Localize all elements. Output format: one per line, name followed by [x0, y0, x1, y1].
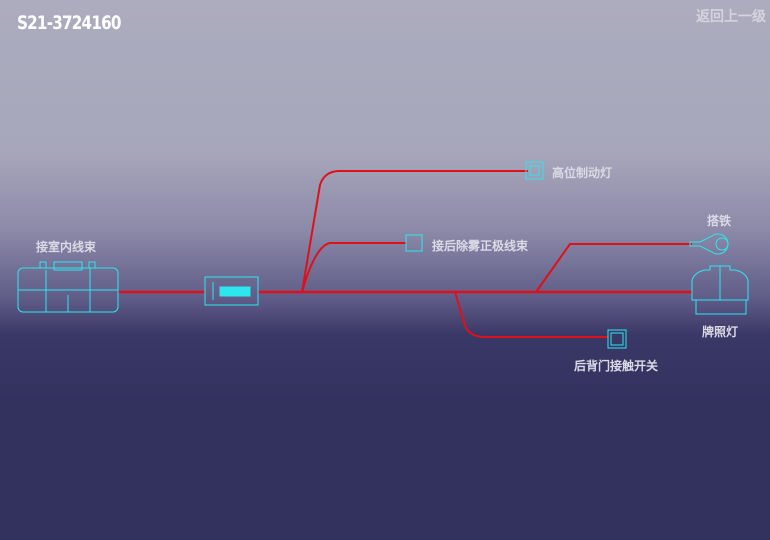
interior-connector — [17, 261, 119, 313]
label-ground: 搭铁 — [707, 214, 732, 228]
label-high-brake-light: 高位制动灯 — [552, 166, 613, 180]
wire-high-brake — [301, 170, 528, 293]
defog-connector — [405, 234, 423, 252]
inline-connector — [204, 276, 259, 306]
high-brake-connector — [525, 161, 544, 180]
ground-terminal — [689, 233, 729, 255]
wire-defog — [301, 242, 406, 293]
label-tailgate-switch: 后背门接触开关 — [574, 359, 659, 373]
license-light-connector — [691, 265, 749, 315]
wires — [118, 170, 692, 338]
wire-tailgate — [454, 291, 608, 338]
back-link[interactable]: 返回上一级 — [696, 9, 766, 25]
tailgate-connector — [607, 329, 627, 349]
label-license-light: 牌照灯 — [702, 325, 739, 339]
wire-ground — [535, 243, 692, 293]
label-defog-harness: 接后除雾正极线束 — [432, 239, 529, 253]
label-interior-harness: 接室内线束 — [36, 240, 97, 254]
part-number-title: S21-3724160 — [17, 12, 121, 34]
